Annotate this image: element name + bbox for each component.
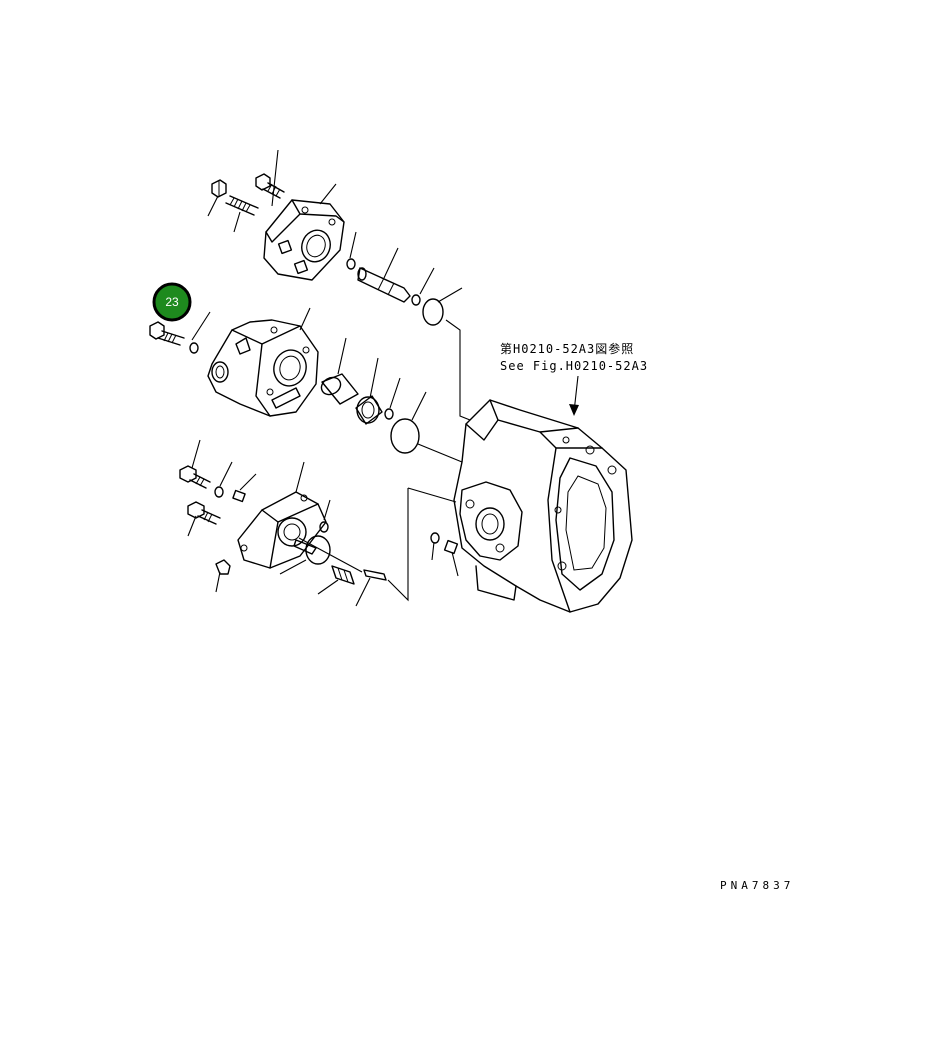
o-ring-housing <box>430 532 440 544</box>
callout-23[interactable]: 23 <box>152 282 192 322</box>
bolt-middle <box>149 321 185 346</box>
shaft-top <box>357 267 411 303</box>
o-ring-small-bottom <box>319 521 329 533</box>
washer-middle <box>189 342 199 354</box>
plug-housing <box>443 539 459 555</box>
o-ring-large-middle <box>390 418 420 454</box>
o-ring-small-middle <box>384 408 394 420</box>
bearing-middle <box>355 395 383 425</box>
pin-bottom <box>363 569 387 581</box>
washer-bottom-1 <box>214 486 224 498</box>
nut-top <box>211 179 227 198</box>
plug-bottom-2 <box>215 559 231 575</box>
assembly-lines <box>187 149 471 607</box>
o-ring-small-top <box>346 258 356 270</box>
o-ring-shaft-top <box>411 294 421 306</box>
reference-text-japanese: 第H0210-52A3図参照 <box>500 341 634 356</box>
callout-number: 23 <box>165 295 179 309</box>
stud-bottom-1 <box>179 465 211 489</box>
pump-plate-bottom <box>237 491 327 569</box>
cover-block-top <box>263 199 345 281</box>
stud-top <box>225 195 259 216</box>
callout-circle[interactable] <box>152 282 192 322</box>
sleeve-middle <box>320 373 359 405</box>
plug-bottom-1 <box>232 489 246 503</box>
bolt-top <box>255 173 285 199</box>
drawing-code: PNA7837 <box>720 879 794 892</box>
spline-bottom <box>331 565 355 585</box>
main-housing <box>453 399 633 613</box>
pump-housing <box>207 319 319 417</box>
stud-bottom-2 <box>187 501 221 525</box>
o-ring-large-top <box>422 298 444 326</box>
o-ring-large-bottom <box>305 535 331 565</box>
reference-text-english: See Fig.H0210-52A3 <box>500 359 648 373</box>
reference-arrow <box>569 375 579 416</box>
